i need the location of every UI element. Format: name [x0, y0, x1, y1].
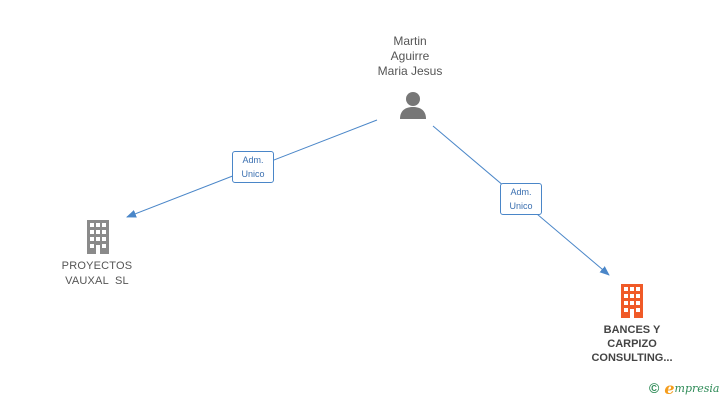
company-label-bances[interactable]: BANCES Y CARPIZO CONSULTING... — [577, 323, 687, 365]
role-badge[interactable]: Adm. Unico — [232, 151, 274, 183]
copyright-icon: © — [649, 380, 660, 396]
role-badge[interactable]: Adm. Unico — [500, 183, 542, 215]
company-label-line-1: BANCES Y — [603, 324, 661, 336]
building-icon[interactable] — [82, 220, 114, 254]
company-label-line-1: PROYECTOS — [61, 260, 133, 272]
company-label-line-2: CARPIZO — [607, 338, 657, 350]
person-name-line-2: Aguirre — [390, 49, 430, 63]
role-badge-line-1: Adm. — [242, 155, 264, 165]
company-label-line-2: VAUXAL SL — [65, 275, 129, 287]
building-icon[interactable] — [616, 284, 648, 318]
brand-initial: e — [664, 378, 675, 398]
person-icon[interactable] — [398, 90, 428, 120]
company-label-proyectos[interactable]: PROYECTOS VAUXAL SL — [42, 259, 152, 289]
role-badge-line-2: Unico — [241, 169, 265, 179]
role-badge-line-1: Adm. — [510, 187, 532, 197]
empresia-logo[interactable]: © e mpresia — [649, 378, 720, 398]
person-name-line-1: Martin — [393, 34, 427, 48]
person-name[interactable]: Martin Aguirre Maria Jesus — [360, 34, 460, 79]
person-name-line-3: Maria Jesus — [377, 64, 443, 78]
role-badge-line-2: Unico — [509, 201, 533, 211]
brand-name: mpresia — [674, 381, 720, 395]
company-label-line-3: CONSULTING... — [591, 352, 673, 364]
